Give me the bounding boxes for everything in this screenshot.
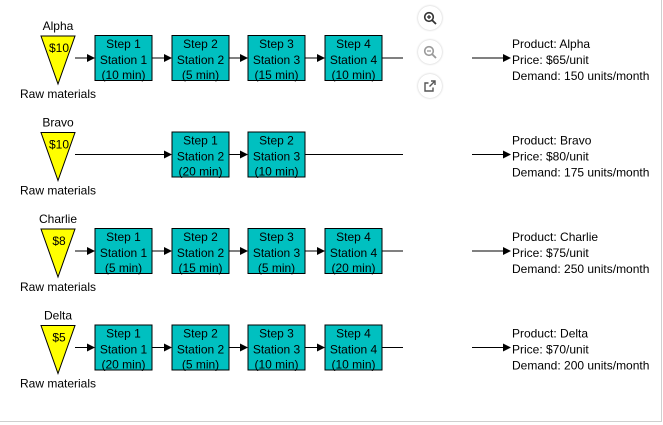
product-info-line: Demand: 250 units/month [512, 262, 649, 276]
time-label: (5 min) [182, 68, 219, 82]
station-box[interactable] [324, 324, 383, 371]
station-label: Station 4 [330, 246, 378, 260]
zoom-out-button[interactable] [418, 40, 442, 64]
product-info-line: Price: $80/unit [512, 150, 589, 164]
raw-materials-label: Raw materials [20, 377, 96, 391]
product-name-label: Delta [44, 309, 72, 323]
station-label: Station 2 [177, 343, 225, 357]
time-label: (15 min) [254, 68, 298, 82]
zoom-in-icon [423, 11, 437, 25]
step-label: Step 4 [336, 327, 371, 341]
raw-material-cost-label: $5 [52, 331, 66, 345]
time-label: (10 min) [254, 165, 298, 179]
product-info-line: Price: $70/unit [512, 343, 589, 357]
product-info-line: Demand: 150 units/month [512, 69, 649, 83]
station-box[interactable] [94, 324, 153, 371]
time-label: (10 min) [331, 358, 375, 372]
raw-material-cost-label: $10 [49, 41, 69, 55]
zoom-out-icon [423, 45, 437, 59]
station-box[interactable] [94, 228, 153, 274]
product-name-label: Alpha [43, 19, 74, 33]
station-label: Station 3 [253, 53, 301, 67]
product-info-line: Demand: 175 units/month [512, 166, 649, 180]
station-label: Station 1 [100, 343, 148, 357]
station-label: Station 3 [253, 343, 301, 357]
step-label: Step 4 [336, 37, 371, 51]
step-label: Step 3 [259, 37, 294, 51]
product-info-line: Price: $75/unit [512, 246, 589, 260]
time-label: (15 min) [178, 261, 222, 275]
raw-materials-label: Raw materials [20, 87, 96, 101]
station-box[interactable] [247, 228, 306, 274]
station-label: Station 4 [330, 343, 378, 357]
step-label: Step 2 [259, 134, 294, 148]
raw-material-triangle [40, 325, 76, 375]
raw-material-triangle [40, 228, 76, 279]
station-box[interactable] [324, 35, 383, 81]
raw-material-cost-label: $8 [52, 234, 66, 248]
product-name-label: Charlie [39, 212, 77, 226]
step-label: Step 3 [259, 327, 294, 341]
product-info-line: Product: Alpha [512, 37, 590, 51]
station-label: Station 1 [100, 53, 148, 67]
raw-material-cost-label: $10 [49, 138, 69, 152]
product-info-line: Price: $65/unit [512, 53, 589, 67]
time-label: (5 min) [182, 358, 219, 372]
time-label: (20 min) [101, 358, 145, 372]
step-label: Step 1 [106, 327, 141, 341]
station-label: Station 3 [253, 246, 301, 260]
raw-materials-label: Raw materials [20, 280, 96, 294]
station-label: Station 2 [177, 150, 225, 164]
product-info-line: Demand: 200 units/month [512, 359, 649, 373]
station-box[interactable] [94, 35, 153, 81]
time-label: (10 min) [101, 68, 145, 82]
open-external-button[interactable] [418, 74, 442, 98]
step-label: Step 2 [183, 37, 218, 51]
product-info-line: Product: Charlie [512, 230, 598, 244]
time-label: (5 min) [105, 261, 142, 275]
open-external-icon [424, 80, 436, 92]
station-label: Station 4 [330, 53, 378, 67]
step-label: Step 2 [183, 327, 218, 341]
step-label: Step 4 [336, 230, 371, 244]
raw-materials-label: Raw materials [20, 184, 96, 198]
time-label: (20 min) [331, 261, 375, 275]
step-label: Step 3 [259, 230, 294, 244]
zoom-in-button[interactable] [418, 6, 442, 30]
station-box[interactable] [247, 131, 306, 178]
raw-material-triangle [40, 132, 76, 182]
time-label: (5 min) [258, 261, 295, 275]
station-label: Station 1 [100, 246, 148, 260]
product-info-line: Product: Delta [512, 327, 588, 341]
raw-material-triangle [40, 35, 76, 86]
station-label: Station 2 [177, 53, 225, 67]
step-label: Step 2 [183, 230, 218, 244]
time-label: (20 min) [178, 165, 222, 179]
product-name-label: Bravo [42, 116, 74, 130]
step-label: Step 1 [183, 134, 218, 148]
station-box[interactable] [171, 324, 230, 371]
time-label: (10 min) [254, 358, 298, 372]
station-box[interactable] [247, 35, 306, 81]
step-label: Step 1 [106, 37, 141, 51]
product-info-line: Product: Bravo [512, 134, 592, 148]
station-label: Station 3 [253, 150, 301, 164]
step-label: Step 1 [106, 230, 141, 244]
station-label: Station 2 [177, 246, 225, 260]
time-label: (10 min) [331, 68, 375, 82]
station-box[interactable] [171, 131, 230, 178]
